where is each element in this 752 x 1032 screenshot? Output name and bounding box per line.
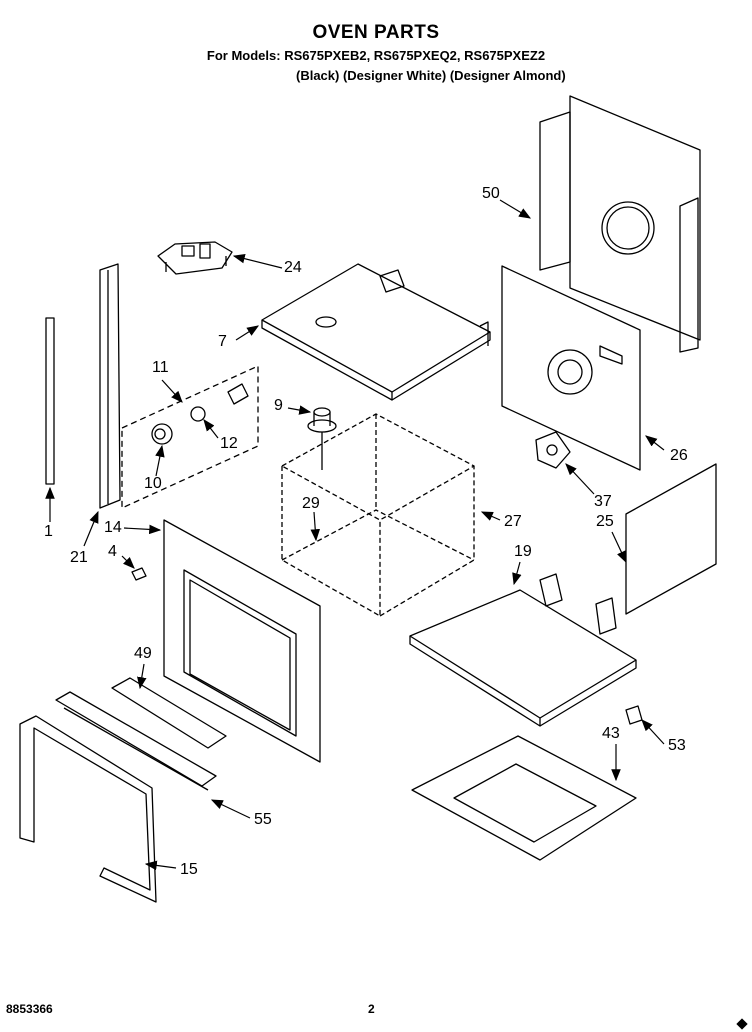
side-panel-part	[625, 463, 717, 615]
oven-cavity-part	[281, 413, 475, 617]
callout-15: 15	[180, 861, 198, 878]
callout-21: 21	[70, 549, 88, 566]
support-bracket-part	[111, 677, 227, 749]
bottom-tray-part	[411, 735, 637, 861]
knob-part	[151, 423, 173, 445]
bottom-panel-part	[409, 573, 637, 727]
callout-1: 1	[44, 523, 53, 540]
callout-26: 26	[670, 447, 688, 464]
callout-50: 50	[482, 185, 500, 202]
callout-43: 43	[602, 725, 620, 742]
callout-14: 14	[104, 519, 122, 536]
door-gasket-part	[19, 715, 157, 903]
page-title: OVEN PARTS	[312, 22, 440, 43]
callout-37: 37	[594, 493, 612, 510]
switch-assembly-part	[157, 241, 233, 275]
top-panel-part	[261, 263, 491, 401]
callout-10: 10	[144, 475, 162, 492]
callout-53: 53	[668, 737, 686, 754]
callout-27: 27	[504, 513, 522, 530]
sensor-bulb-part	[307, 407, 337, 470]
callout-7: 7	[218, 333, 227, 350]
side-trim-part	[45, 317, 55, 485]
callout-12: 12	[220, 435, 238, 452]
front-frame-part	[163, 519, 321, 763]
callout-25: 25	[596, 513, 614, 530]
clip-part	[625, 705, 643, 725]
fan-gasket-part	[535, 431, 571, 469]
callout-55: 55	[254, 811, 272, 828]
callout-49: 49	[134, 645, 152, 662]
knob-shaft-part	[227, 383, 249, 405]
document-number: 8853366	[6, 1002, 53, 1016]
color-variants-line: (Black) (Designer White) (Designer Almon…	[296, 68, 566, 83]
callout-29: 29	[302, 495, 320, 512]
callout-4: 4	[108, 543, 117, 560]
knob-insert-part	[190, 406, 206, 422]
side-channel-part	[99, 263, 121, 509]
page-number: 2	[368, 1002, 375, 1016]
lower-trim-part	[55, 691, 217, 791]
callout-11: 11	[152, 359, 169, 376]
inner-rear-plate-part	[501, 265, 641, 471]
callout-9: 9	[274, 397, 283, 414]
callout-24: 24	[284, 259, 302, 276]
rear-panel-part	[539, 95, 701, 353]
models-line: For Models: RS675PXEB2, RS675PXEQ2, RS67…	[206, 48, 546, 63]
callout-19: 19	[514, 543, 532, 560]
screw-part	[131, 567, 147, 581]
control-knob-group-outline	[121, 365, 259, 509]
